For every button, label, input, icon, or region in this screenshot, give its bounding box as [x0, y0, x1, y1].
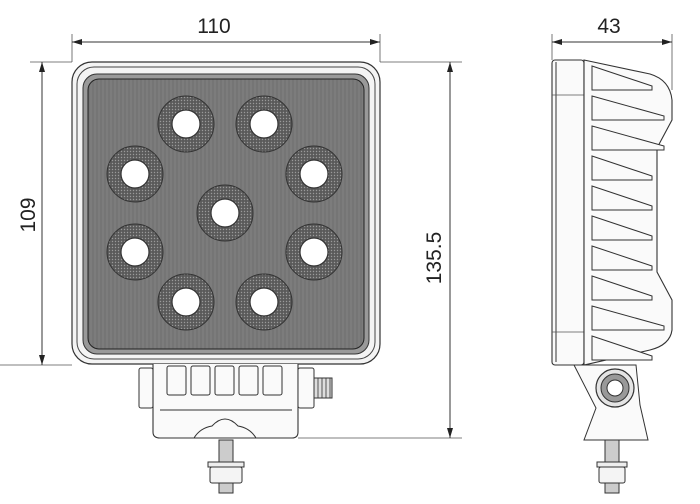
led-icon: [157, 273, 215, 331]
dimension-height: 109: [17, 62, 45, 365]
led-icon: [196, 184, 254, 242]
mounting-bracket: [138, 364, 333, 439]
side-bolt: [596, 439, 628, 494]
side-view: [551, 59, 673, 494]
front-view: [71, 61, 381, 494]
heatsink-fin: [591, 65, 653, 91]
heatsink-fins: [591, 65, 665, 361]
bracket-fin: [166, 365, 187, 396]
led-icon: [285, 145, 343, 203]
dimension-height-label: 109: [17, 197, 40, 232]
led-group: [106, 95, 343, 331]
bracket-fin: [214, 365, 235, 396]
bracket-fin: [238, 365, 259, 396]
bottom-bolt: [207, 439, 245, 494]
side-bracket: [573, 364, 649, 441]
bracket-fin: [190, 365, 211, 396]
heatsink-fin: [591, 155, 653, 181]
heatsink-fin: [591, 275, 653, 301]
dimension-width: 110: [72, 15, 380, 45]
heatsink-fin: [591, 215, 653, 241]
heatsink-fin: [591, 125, 665, 151]
dimension-depth: 43: [552, 15, 672, 45]
dimension-total-height-label: 135.5: [423, 232, 446, 285]
led-icon: [106, 223, 164, 281]
dimension-width-label: 110: [197, 15, 230, 38]
led-icon: [106, 145, 164, 203]
led-icon: [285, 223, 343, 281]
heatsink-fin: [591, 305, 665, 331]
led-icon: [157, 95, 215, 153]
heatsink-fin: [591, 245, 653, 271]
dimension-total-height: 135.5: [423, 62, 453, 438]
led-icon: [235, 273, 293, 331]
heatsink-fin: [591, 185, 653, 211]
heatsink-fin: [591, 95, 665, 121]
dimension-depth-label: 43: [597, 15, 620, 38]
led-icon: [235, 95, 293, 153]
heatsink-fin: [591, 335, 653, 361]
bracket-fin: [262, 365, 283, 396]
